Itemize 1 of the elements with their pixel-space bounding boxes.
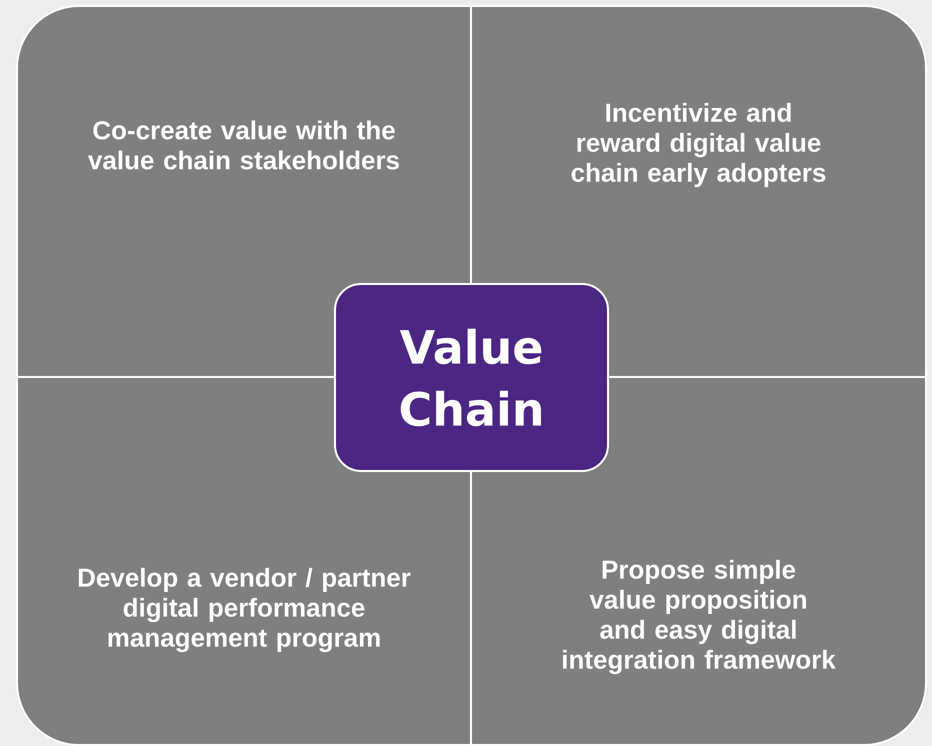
center-box: Value Chain (334, 283, 609, 472)
